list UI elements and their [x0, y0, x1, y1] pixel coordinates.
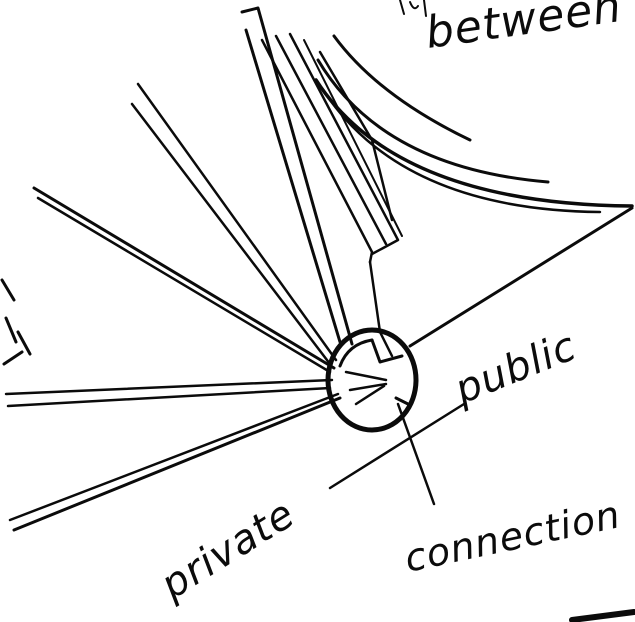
label-connection: connection	[401, 492, 625, 581]
bottom-right-stroke	[572, 612, 634, 620]
left-edge-marks	[2, 280, 30, 364]
tall-wedge	[242, 8, 402, 356]
label-between: between	[422, 0, 624, 59]
label-private: private	[152, 491, 303, 609]
right-arm-line	[410, 208, 632, 346]
converging-rays	[6, 84, 340, 530]
label-public: public	[448, 323, 583, 413]
connection-leader-line	[398, 404, 434, 504]
public-leader-line	[330, 404, 464, 488]
